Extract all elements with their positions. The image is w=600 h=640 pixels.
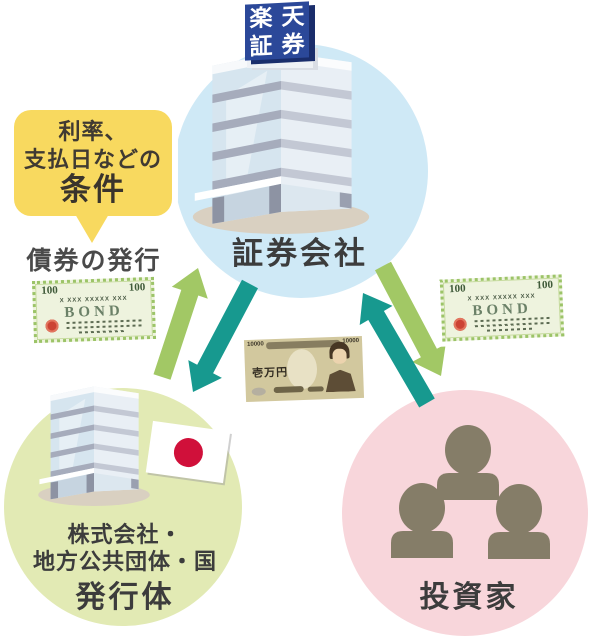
sign-char: 証 xyxy=(249,31,273,59)
arrow-securities-to-investors xyxy=(375,261,446,376)
arrow-issuer-to-securities xyxy=(153,268,208,380)
japan-flag-icon xyxy=(145,420,231,484)
arrow-securities-to-issuer xyxy=(188,279,258,392)
issuer-building-icon xyxy=(32,372,156,506)
money-paper: 10000 10000 壱万円 xyxy=(243,335,365,403)
sign-char: 天 xyxy=(281,2,305,30)
sign-char: 券 xyxy=(281,30,305,58)
bond-value: 100 xyxy=(448,282,466,296)
person-icon xyxy=(488,484,550,559)
bill-fine-print xyxy=(307,386,324,392)
bond-fine-print xyxy=(66,324,143,329)
bubble-emphasis: 条件 xyxy=(60,172,126,208)
portrait-kimono xyxy=(325,369,356,392)
bill-corner-number: 10000 xyxy=(247,341,264,348)
bill-denomination: 壱万円 xyxy=(251,366,289,380)
money-bill-icon: 10000 10000 壱万円 xyxy=(238,330,370,408)
bubble-line-1: 利率、 xyxy=(58,119,128,145)
bill-portrait xyxy=(324,341,356,392)
person-icon xyxy=(391,483,453,558)
sign-char: 楽 xyxy=(249,3,273,31)
bond-fine-print xyxy=(474,321,551,328)
conditions-speech-bubble: 利率、 支払日などの 条件 xyxy=(8,104,178,222)
bond-value: 100 xyxy=(128,281,146,294)
issuer-type-line-1: 株式会社・ xyxy=(67,522,183,547)
bond-value: 100 xyxy=(536,278,554,292)
issuer-label: 発行体 xyxy=(75,581,175,614)
investors-group-icon xyxy=(391,425,550,559)
bond-issue-label: 債券の発行 xyxy=(26,247,162,275)
bill-gray-oval xyxy=(251,387,266,396)
bond-paper: 100 100 X XXX XXXXX XXX BOND xyxy=(31,276,157,344)
bill-watermark xyxy=(286,348,318,390)
person-icon xyxy=(437,425,499,500)
bond-seal-icon xyxy=(45,319,59,333)
conditions-bubble-body: 利率、 支払日などの 条件 xyxy=(14,110,172,216)
bubble-tail xyxy=(75,214,109,243)
flag-red-circle xyxy=(171,435,205,469)
bond-certificate-left: 100 100 X XXX XXXXX XXX BOND xyxy=(26,271,162,349)
bond-paper: 100 100 X XXX XXXXX XXX BOND xyxy=(439,274,565,342)
securities-company-label: 証券会社 xyxy=(232,236,368,271)
bubble-line-2: 支払日などの xyxy=(23,146,162,172)
bond-fine-print xyxy=(486,327,533,332)
issuer-type-line-2: 地方公共団体・国 xyxy=(32,549,218,574)
bond-seal-icon xyxy=(453,317,467,332)
investors-label: 投資家 xyxy=(419,581,519,614)
bond-certificate-right: 100 100 X XXX XXXXX XXX BOND xyxy=(434,269,570,347)
bond-value: 100 xyxy=(41,284,58,297)
bill-fine-print xyxy=(273,386,304,394)
arrow-investors-to-securities xyxy=(359,293,435,408)
rakuten-securities-sign: 楽 天 証 券 xyxy=(245,1,309,61)
portrait-face xyxy=(332,348,347,364)
bond-fine-print xyxy=(78,329,125,334)
